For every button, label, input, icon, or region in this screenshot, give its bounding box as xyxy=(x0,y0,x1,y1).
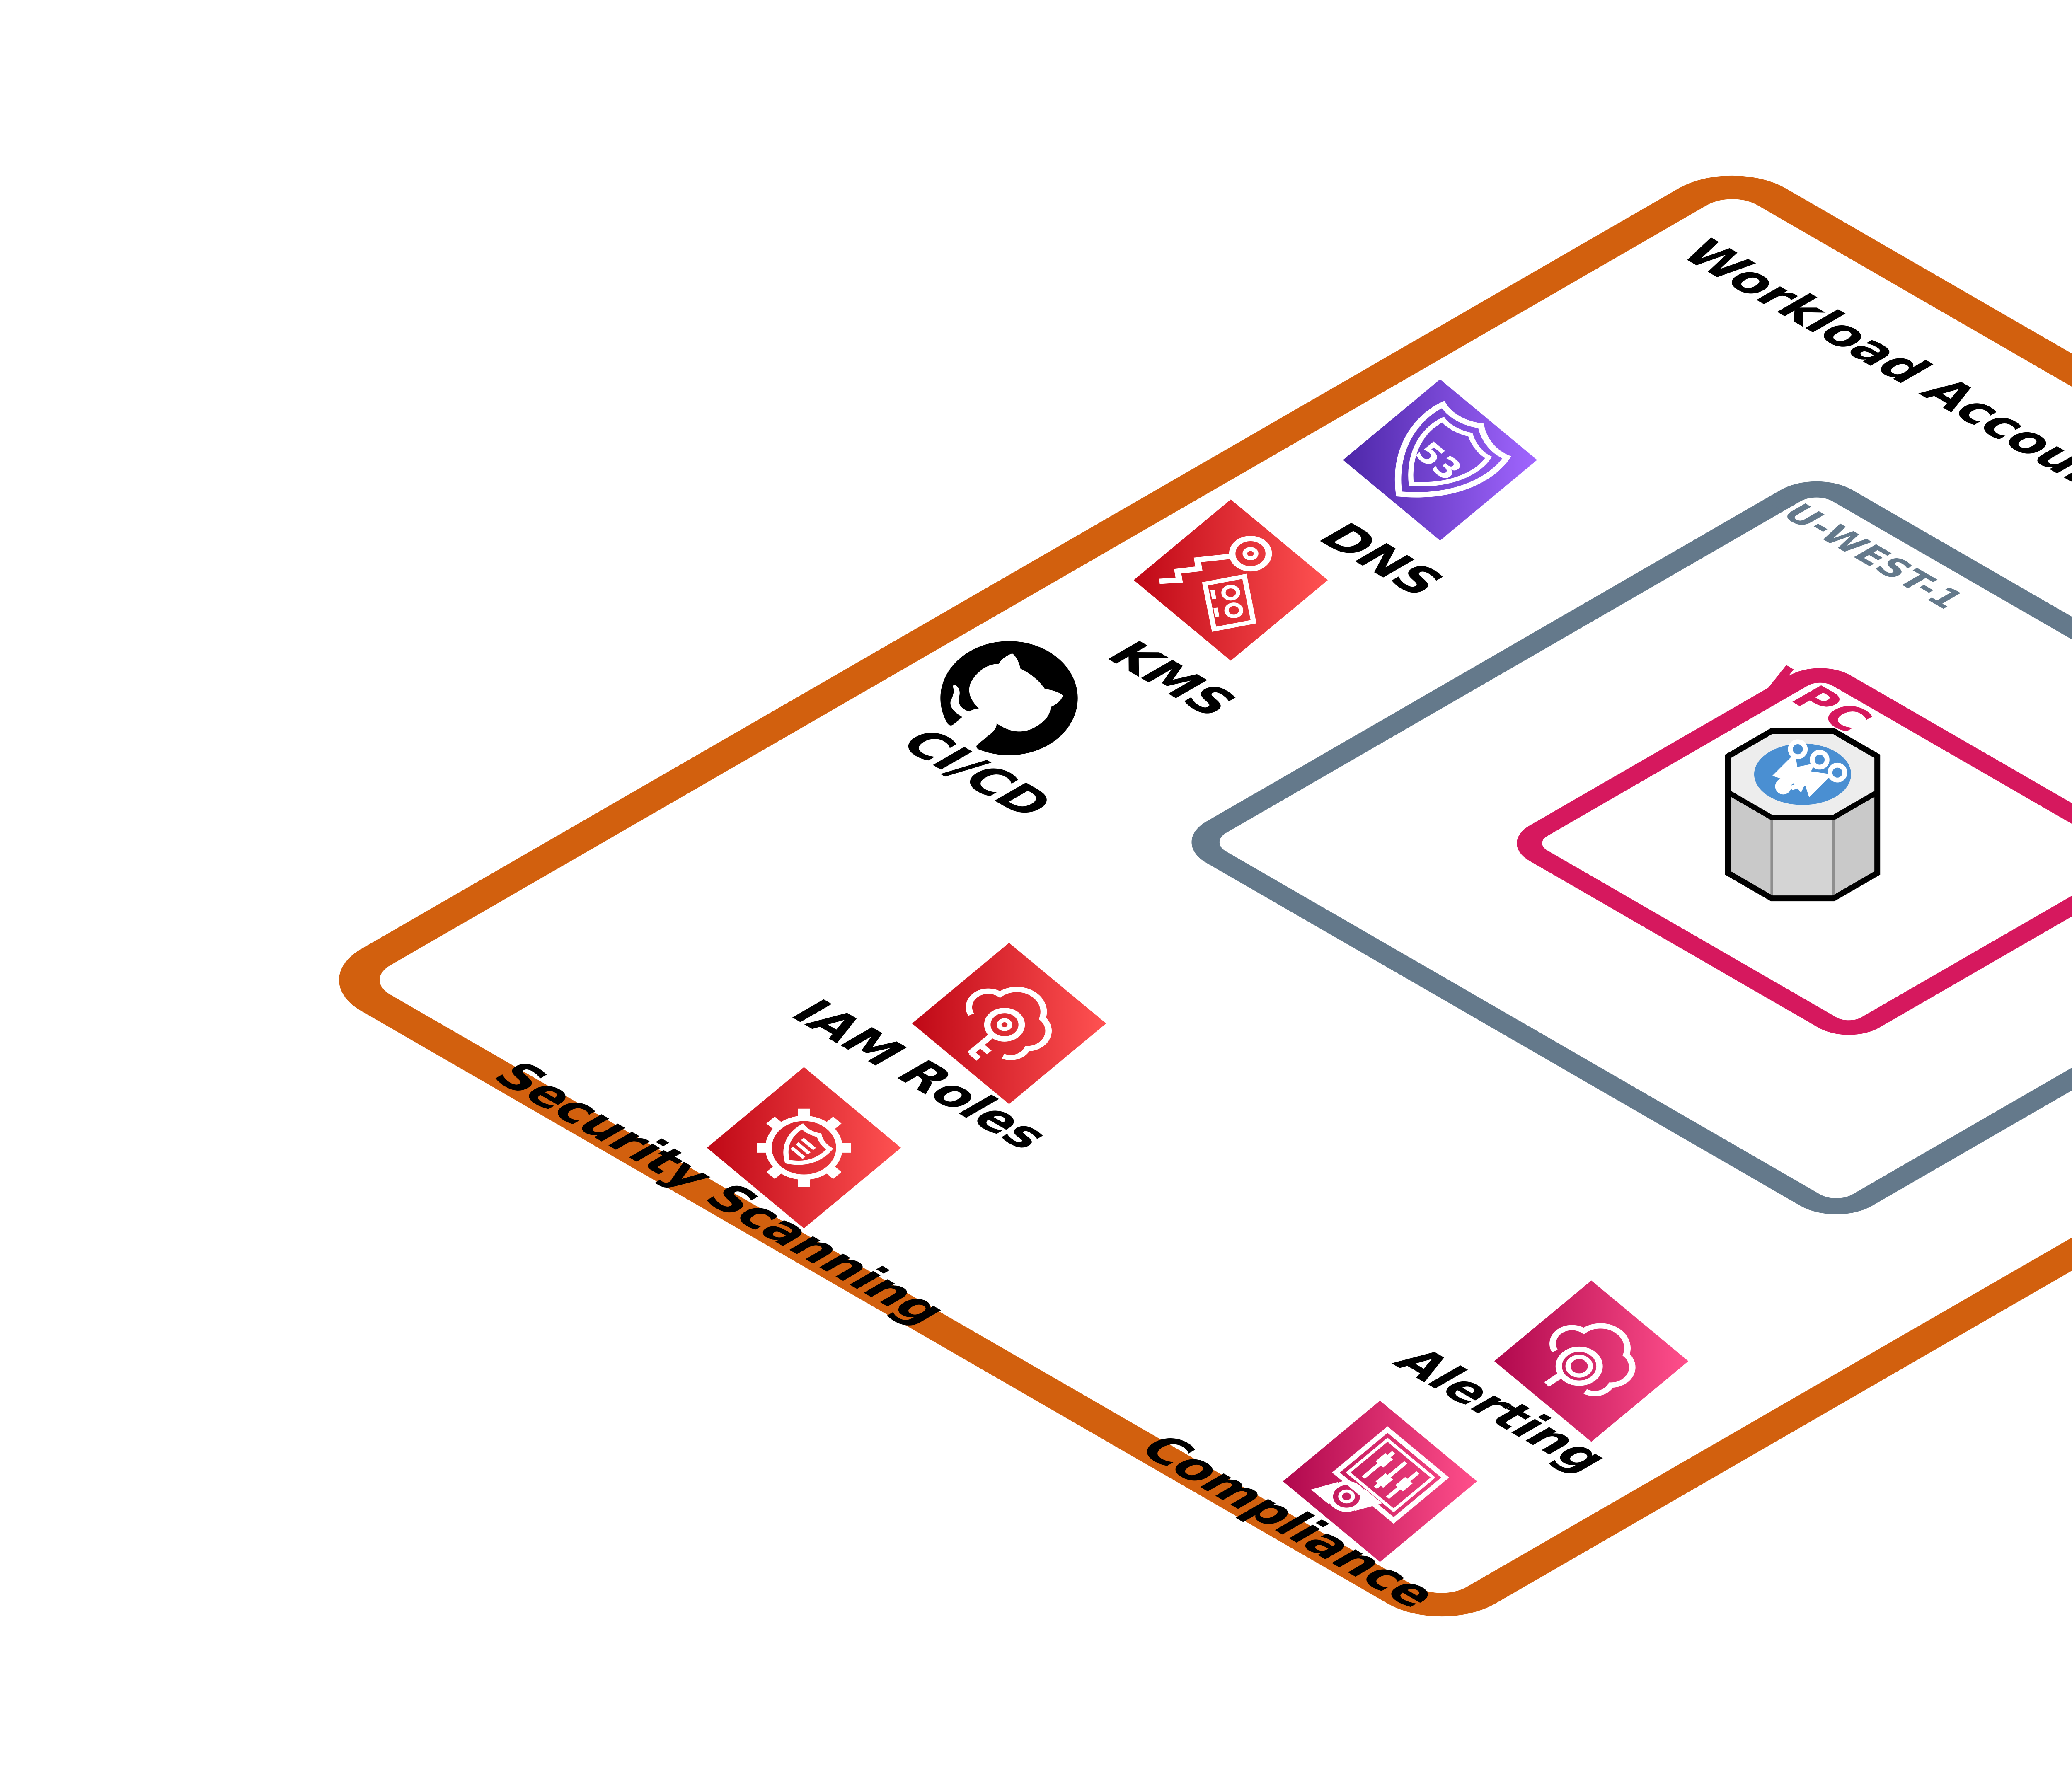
cloud-magnifier-icon xyxy=(1494,1280,1689,1442)
gear-shield-glyph xyxy=(757,1108,851,1187)
cloud-key-glyph xyxy=(966,987,1052,1061)
prism-left-face xyxy=(1728,792,1772,899)
prism-outline xyxy=(1725,728,1881,902)
prism-right-face xyxy=(1833,792,1878,899)
route53-dns-shield-icon: 53 xyxy=(1343,379,1537,541)
network-fanout-icon xyxy=(1772,739,1847,798)
config-sliders-gear-icon xyxy=(1283,1401,1477,1562)
prism-front-face xyxy=(1772,818,1834,899)
shield-53-glyph xyxy=(1394,401,1511,498)
github-mark xyxy=(940,641,1078,755)
vpc-networking-prism-icon xyxy=(1725,728,1881,902)
sliders-gear-glyph xyxy=(1311,1426,1449,1524)
cloud-magnifier-glyph xyxy=(1544,1323,1636,1396)
gear-shield-scan-icon xyxy=(707,1067,901,1229)
key-card-glyph xyxy=(1159,536,1272,632)
iam-cloud-key-icon xyxy=(912,943,1106,1104)
icon-tile xyxy=(1343,379,1537,541)
kms-key-icon xyxy=(1133,499,1328,661)
github-icon xyxy=(912,617,1106,779)
